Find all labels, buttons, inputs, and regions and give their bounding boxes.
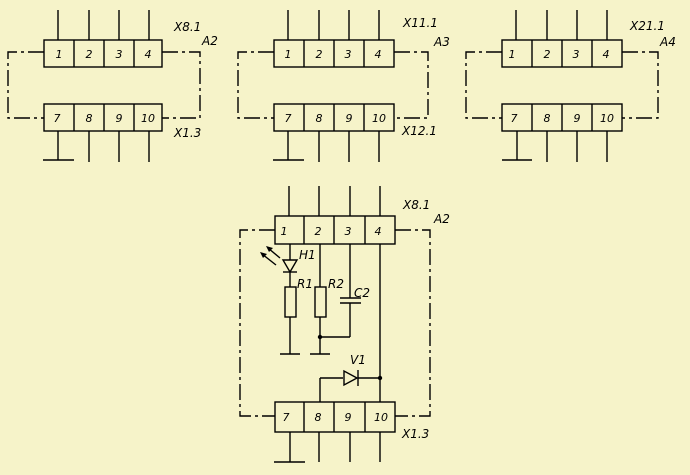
top-pin-label: 4 (375, 48, 382, 61)
connector-block-a2: 1 2 3 4 7 8 9 10 X8.1 A2 X1.3 (7, 10, 218, 162)
connector-block-a4: 1 2 3 4 7 8 9 10 X21.1 A4 (465, 10, 676, 162)
led-label: H1 (299, 248, 316, 262)
bottom-pin-label: 7 (285, 112, 292, 125)
top-connector-designation: X21.1 (629, 19, 665, 33)
top-pin-label: 2 (86, 48, 93, 61)
bottom-pin-label: 9 (574, 112, 581, 125)
top-pin-label: 4 (375, 225, 382, 238)
top-pin-label: 1 (281, 225, 288, 238)
diode-label: V1 (350, 353, 366, 367)
module-designation: A3 (433, 35, 450, 49)
detail-circuit-a2: 1 2 3 4 7 8 9 10 H1 (239, 186, 450, 463)
bottom-pin-label: 10 (374, 411, 388, 424)
top-connector-box (43, 39, 163, 68)
top-connector-designation: X8.1 (173, 20, 201, 34)
diode-v1: V1 (319, 244, 383, 402)
top-pin-label: 3 (116, 48, 123, 61)
resistor-2-label: R2 (328, 277, 344, 291)
bottom-connector-designation: X1.3 (173, 126, 201, 140)
top-pin-label: 4 (145, 48, 152, 61)
bottom-connector-box (274, 401, 396, 433)
module-boundary (394, 51, 429, 119)
module-boundary (239, 229, 275, 417)
bottom-pin-label: 9 (346, 112, 353, 125)
resistor-r1: R1 (280, 277, 313, 355)
capacitor-c2: C2 (320, 244, 370, 338)
resistor-1-label: R1 (297, 277, 313, 291)
top-pin-label: 1 (509, 48, 516, 61)
module-designation: A4 (659, 35, 676, 49)
top-pin-label: 3 (345, 48, 352, 61)
module-designation: A2 (201, 34, 218, 48)
bottom-connector-designation: X12.1 (401, 124, 437, 138)
top-pin-label: 3 (345, 225, 352, 238)
bottom-pin-label: 8 (315, 411, 322, 424)
bottom-pin-label: 9 (345, 411, 352, 424)
top-pin-label: 2 (544, 48, 551, 61)
bottom-pin-label: 8 (86, 112, 93, 125)
top-pin-label: 3 (573, 48, 580, 61)
capacitor-label: C2 (354, 286, 370, 300)
resistor-r2: R2 (310, 244, 344, 355)
top-pin-label: 2 (316, 48, 323, 61)
top-pin-label: 1 (56, 48, 63, 61)
module-designation: A2 (433, 212, 450, 226)
module-boundary (622, 51, 659, 119)
module-boundary (7, 51, 44, 119)
top-pin-label: 4 (603, 48, 610, 61)
top-pin-label: 1 (285, 48, 292, 61)
bottom-pin-label: 7 (511, 112, 518, 125)
connector-block-a3: 1 2 3 4 7 8 9 10 X11.1 A3 X12.1 (237, 10, 450, 162)
led-h1: H1 (260, 244, 316, 287)
top-connector-designation: X8.1 (402, 198, 430, 212)
bottom-connector-designation: X1.3 (401, 427, 429, 441)
bottom-pin-label: 10 (600, 112, 614, 125)
bottom-pin-label: 7 (283, 411, 290, 424)
module-boundary (162, 51, 201, 119)
bottom-pin-label: 8 (544, 112, 551, 125)
bottom-pin-label: 8 (316, 112, 323, 125)
bottom-pin-label: 9 (116, 112, 123, 125)
module-boundary (237, 51, 274, 119)
module-boundary (395, 229, 431, 417)
bottom-pin-label: 10 (372, 112, 386, 125)
top-pin-label: 2 (315, 225, 322, 238)
module-boundary (465, 51, 502, 119)
top-connector-designation: X11.1 (402, 16, 438, 30)
bottom-pin-label: 10 (141, 112, 155, 125)
bottom-pin-label: 7 (54, 112, 61, 125)
